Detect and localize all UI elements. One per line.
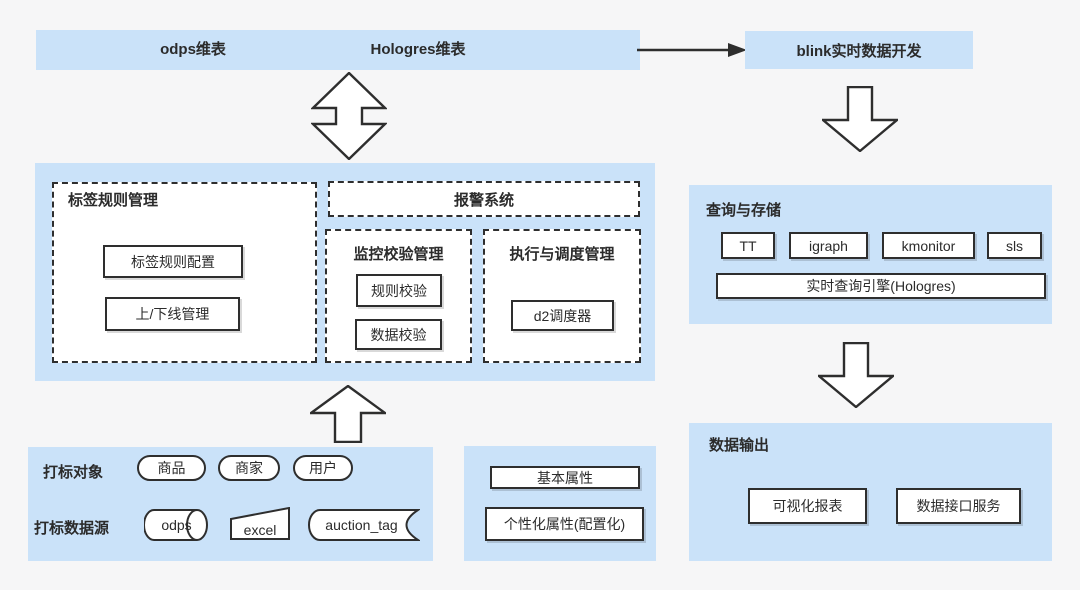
blink-dev-box: blink实时数据开发 bbox=[745, 31, 973, 69]
kmonitor-store-box: kmonitor bbox=[882, 232, 975, 259]
monitor-check-title: 监控校验管理 bbox=[353, 246, 444, 263]
sls-store-box: sls bbox=[987, 232, 1042, 259]
flow-arrow-right-icon bbox=[637, 43, 747, 57]
odps-source-cylinder: odps bbox=[144, 509, 209, 541]
tagging-sources-label: 打标数据源 bbox=[34, 520, 110, 537]
bidirectional-arrow-icon bbox=[311, 72, 387, 160]
blink-dev-label: blink实时数据开发 bbox=[796, 42, 922, 60]
basic-attributes-box: 基本属性 bbox=[490, 466, 640, 489]
online-offline-mgmt-box: 上/下线管理 bbox=[105, 297, 240, 331]
stored-data-shape-icon bbox=[308, 509, 420, 541]
data-api-service-box: 数据接口服务 bbox=[896, 488, 1021, 524]
down-arrow-icon bbox=[822, 86, 898, 152]
visual-report-box: 可视化报表 bbox=[748, 488, 867, 524]
alert-system-title: 报警系统 bbox=[453, 191, 514, 209]
rule-check-box: 规则校验 bbox=[356, 274, 442, 307]
manual-input-shape-icon bbox=[230, 507, 290, 540]
tt-store-box: TT bbox=[721, 232, 775, 259]
down-arrow-icon bbox=[818, 342, 894, 408]
alert-system-section: 报警系统 bbox=[328, 181, 640, 217]
object-item-pill: 商品 bbox=[137, 455, 206, 481]
exec-schedule-title: 执行与调度管理 bbox=[509, 246, 615, 263]
up-arrow-icon bbox=[310, 385, 386, 443]
exec-schedule-section bbox=[483, 229, 641, 363]
cylinder-shape-icon bbox=[144, 509, 208, 541]
hologres-dim-table-label: Hologres维表 bbox=[370, 41, 466, 58]
query-storage-title: 查询与存储 bbox=[706, 202, 782, 219]
excel-source-label: excel bbox=[243, 521, 277, 538]
rule-mgmt-title: 标签规则管理 bbox=[68, 192, 159, 209]
data-output-title: 数据输出 bbox=[709, 437, 770, 454]
realtime-query-engine-box: 实时查询引擎(Hologres) bbox=[716, 273, 1046, 299]
d2-scheduler-box: d2调度器 bbox=[511, 300, 614, 331]
excel-source-shape: excel bbox=[230, 507, 290, 540]
object-user-pill: 用户 bbox=[293, 455, 353, 481]
odps-dim-table-label: odps维表 bbox=[160, 41, 226, 58]
odps-source-label: odps bbox=[161, 517, 192, 533]
attributes-panel bbox=[464, 446, 656, 561]
auction-tag-source-shape: auction_tag bbox=[303, 509, 420, 541]
dim-tables-bar: odps维表 Hologres维表 bbox=[36, 30, 640, 70]
rule-config-box: 标签规则配置 bbox=[103, 245, 243, 278]
tagging-objects-label: 打标对象 bbox=[43, 464, 104, 481]
data-check-box: 数据校验 bbox=[355, 319, 442, 350]
custom-attributes-box: 个性化属性(配置化) bbox=[485, 507, 644, 541]
igraph-store-box: igraph bbox=[789, 232, 868, 259]
object-merchant-pill: 商家 bbox=[218, 455, 280, 481]
auction-tag-source-label: auction_tag bbox=[325, 517, 398, 533]
